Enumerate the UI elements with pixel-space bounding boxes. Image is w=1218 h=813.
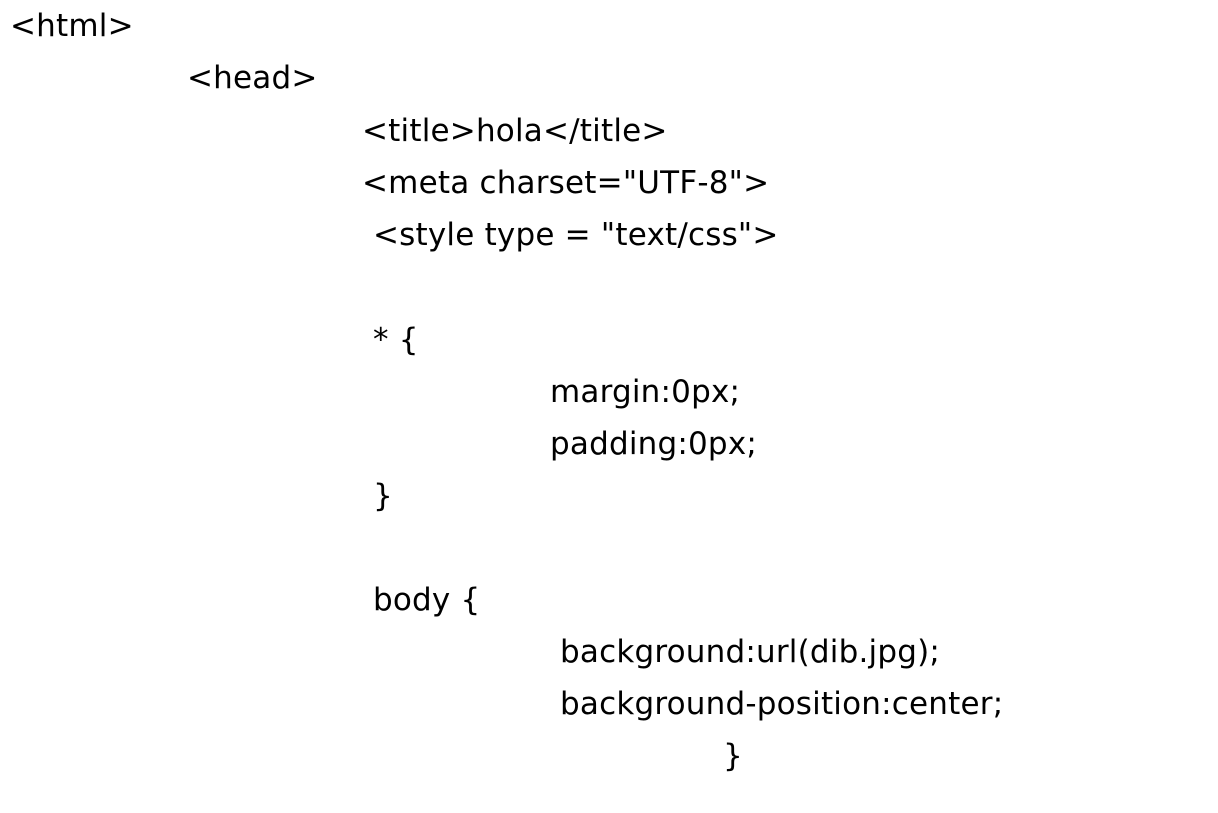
- code-line-background-position: background-position:center;: [560, 686, 1004, 722]
- code-line-head-open: <head>: [187, 60, 318, 96]
- code-line-padding: padding:0px;: [550, 426, 758, 462]
- code-line-close-brace-body: }: [723, 738, 743, 774]
- code-line-close-brace: }: [373, 478, 393, 514]
- code-line-body-selector: body {: [373, 582, 481, 618]
- code-line-meta-charset: <meta charset="UTF-8">: [362, 165, 770, 201]
- code-line-title: <title>hola</title>: [362, 113, 668, 149]
- code-line-margin: margin:0px;: [550, 374, 741, 410]
- code-line-universal-selector: * {: [373, 322, 419, 358]
- code-line-background: background:url(dib.jpg);: [560, 634, 941, 670]
- code-line-style-open: <style type = "text/css">: [373, 217, 779, 253]
- code-line-html-open: <html>: [10, 8, 134, 44]
